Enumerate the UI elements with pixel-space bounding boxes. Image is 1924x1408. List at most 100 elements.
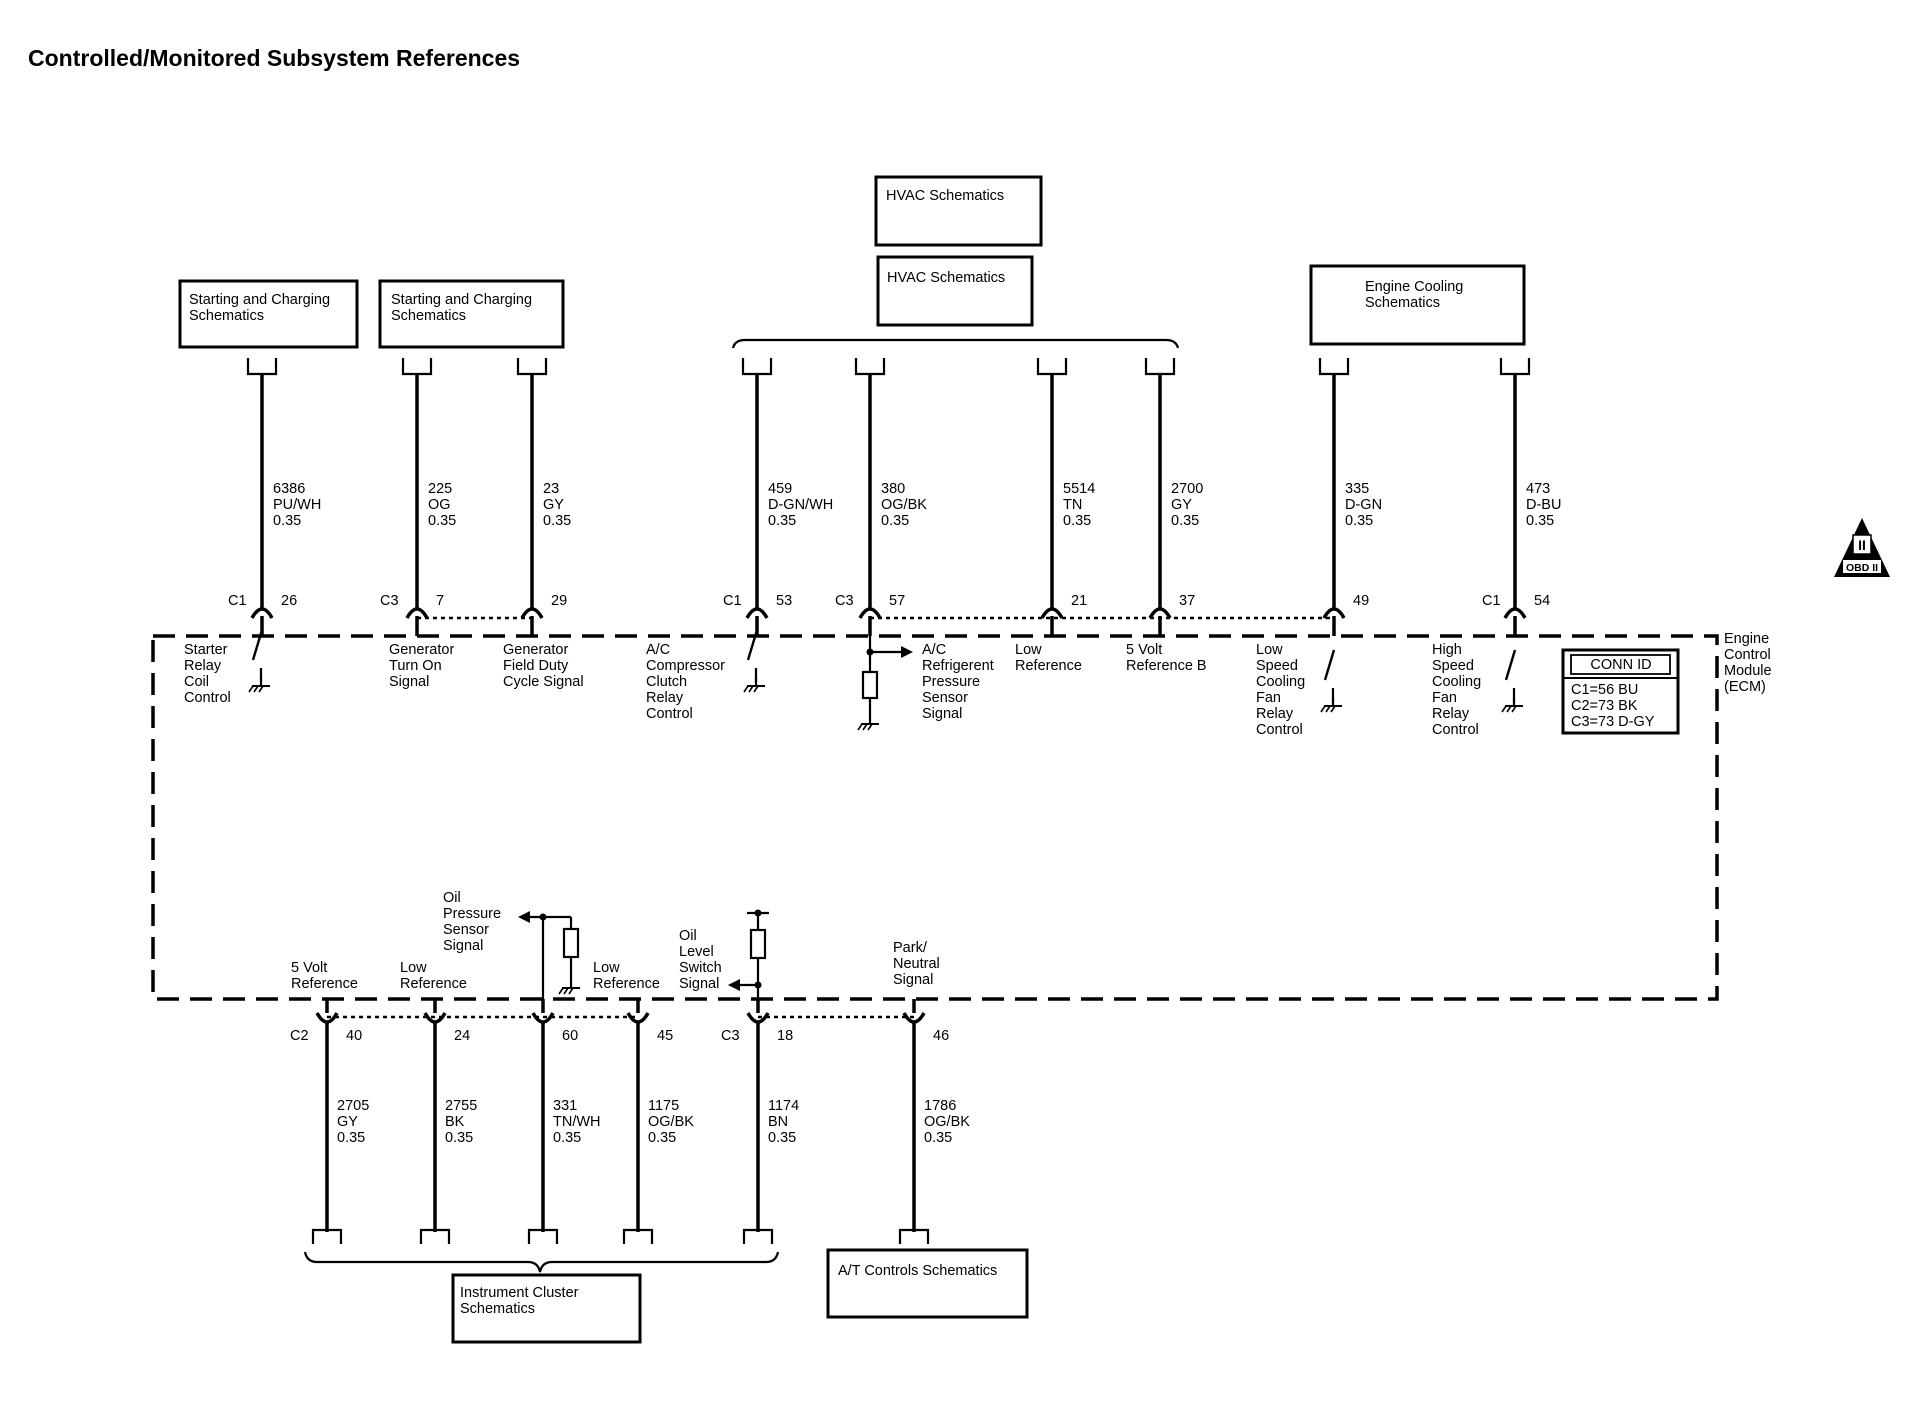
pin-label: 53 xyxy=(776,593,792,609)
connector-label: C1 xyxy=(723,593,742,609)
diagram-title: Controlled/Monitored Subsystem Reference… xyxy=(28,45,520,71)
svg-text:HVAC Schematics: HVAC Schematics xyxy=(887,270,1005,286)
plug-symbol xyxy=(742,1228,774,1244)
pin-label: 57 xyxy=(889,593,905,609)
pin-label: 45 xyxy=(657,1028,673,1044)
switch-symbol xyxy=(248,629,270,693)
terminal-symbol xyxy=(858,607,882,619)
pin-label: 46 xyxy=(933,1028,949,1044)
conn-id-title: CONN ID xyxy=(1590,657,1651,673)
terminal-symbol xyxy=(1503,607,1527,619)
plug-symbol xyxy=(246,358,278,376)
pin-label: 7 xyxy=(436,593,444,609)
resistor-symbol xyxy=(861,670,879,700)
plug-symbol xyxy=(622,1228,654,1244)
plug-symbol xyxy=(1144,358,1176,376)
pin-label: 24 xyxy=(454,1028,470,1044)
resistor-symbol xyxy=(749,928,767,960)
plug-symbol xyxy=(401,358,433,376)
pin-label: 49 xyxy=(1353,593,1369,609)
hvac-schematics-box-2[interactable]: HVAC Schematics xyxy=(876,255,1034,327)
plug-symbol xyxy=(516,358,548,376)
ecm-outline xyxy=(151,634,1719,1001)
terminal-symbol xyxy=(405,607,429,619)
plug-symbol xyxy=(741,358,773,376)
hvac-schematics-box-1[interactable]: HVAC Schematics xyxy=(874,175,1043,247)
switch-symbol xyxy=(1320,649,1342,713)
connector-label: C1 xyxy=(1482,593,1501,609)
svg-text:A/T Controls Schematics: A/T Controls Schematics xyxy=(838,1263,997,1279)
plug-symbol xyxy=(419,1228,451,1244)
obd-badge-symbol: II xyxy=(1858,537,1866,553)
connector-label: C2 xyxy=(290,1028,309,1044)
plug-symbol xyxy=(1318,358,1350,376)
pin-label: 54 xyxy=(1534,593,1550,609)
pin-label: 60 xyxy=(562,1028,578,1044)
pin-label: 29 xyxy=(551,593,567,609)
switch-symbol xyxy=(743,629,765,693)
terminal-symbol xyxy=(250,607,274,619)
pin-label: 26 xyxy=(281,593,297,609)
plug-symbol xyxy=(898,1228,930,1244)
connector-label: C3 xyxy=(835,593,854,609)
connector-label: C1 xyxy=(228,593,247,609)
pin-label: 21 xyxy=(1071,593,1087,609)
hvac-brace xyxy=(731,338,1180,349)
conn-id-c3: C3=73 D-GY xyxy=(1571,714,1655,730)
ecm-internal-circuitry xyxy=(518,636,913,999)
terminal-symbol xyxy=(520,607,544,619)
pin-label: 37 xyxy=(1179,593,1195,609)
plug-symbol xyxy=(527,1228,559,1244)
pin-label: 40 xyxy=(346,1028,362,1044)
conn-id-table: CONN ID C1=56 BU C2=73 BK C3=73 D-GY xyxy=(1561,648,1680,735)
at-controls-schematics-box[interactable]: A/T Controls Schematics xyxy=(826,1248,1029,1319)
terminal-symbol xyxy=(745,607,769,619)
svg-text:HVAC Schematics: HVAC Schematics xyxy=(886,188,1004,204)
switch-symbol xyxy=(1501,649,1523,713)
conn-id-c1: C1=56 BU xyxy=(1571,682,1638,698)
terminal-symbol xyxy=(626,1012,650,1024)
connector-label: C3 xyxy=(380,593,399,609)
